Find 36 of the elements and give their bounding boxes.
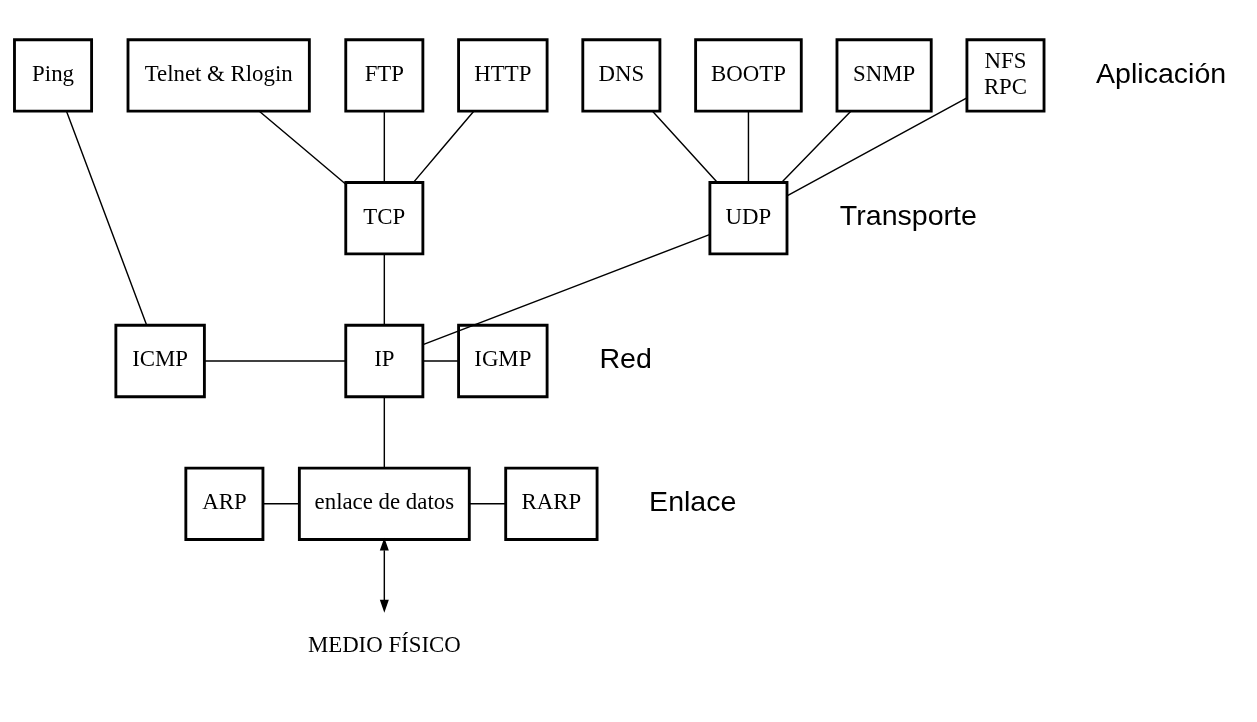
label: Red <box>599 342 652 375</box>
connector <box>422 360 459 362</box>
node-box: ICMP <box>114 323 206 399</box>
node-box: TCP <box>344 181 425 256</box>
node-box: DNS <box>581 38 662 113</box>
label: Aplicación <box>1096 56 1227 89</box>
node-text: MEDIO FÍSICO <box>307 632 461 658</box>
connector <box>65 110 148 326</box>
connector <box>652 110 718 183</box>
connector <box>383 253 386 326</box>
node-box: enlace de datos <box>297 466 471 541</box>
connector <box>204 360 347 362</box>
node-box: IP <box>344 323 425 399</box>
node-box: BOOTP <box>694 38 803 113</box>
connector <box>262 503 300 505</box>
connector <box>786 97 968 197</box>
connector <box>781 110 852 183</box>
label: Enlace <box>649 484 737 517</box>
node-box: Telnet & Rlogin <box>126 38 311 113</box>
node-box: ARP <box>184 466 265 541</box>
connector <box>412 110 475 183</box>
node-box: IGMP <box>457 323 549 399</box>
node-box: SNMP <box>835 38 933 113</box>
connector <box>383 110 386 183</box>
node-box: UDP <box>708 181 789 256</box>
connector <box>469 503 507 505</box>
node-box: NFS RPC <box>965 38 1046 113</box>
connector <box>383 396 386 469</box>
connector <box>258 110 347 185</box>
node-box: Ping <box>13 38 94 113</box>
label: Transporte <box>839 199 977 232</box>
connector <box>747 110 750 183</box>
node-box: FTP <box>344 38 425 113</box>
node-box: RARP <box>504 466 599 541</box>
node-box: HTTP <box>457 38 549 113</box>
connector <box>422 233 711 346</box>
